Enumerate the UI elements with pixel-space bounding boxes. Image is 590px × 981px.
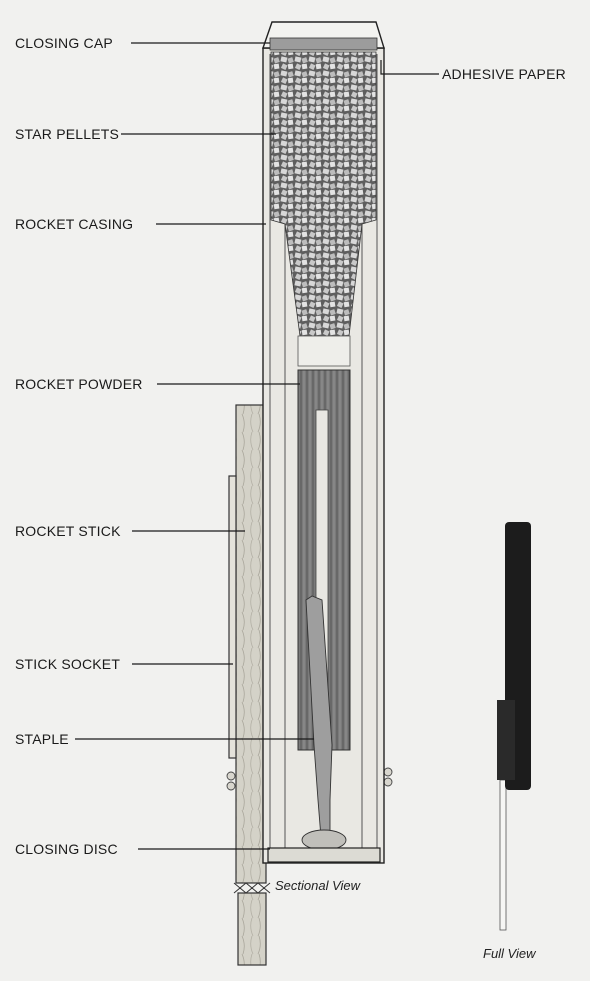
- leader-adhesive-paper: [380, 60, 439, 75]
- label-stick-socket: STICK SOCKET: [15, 656, 121, 672]
- caption-sectional-view: Sectional View: [275, 878, 361, 893]
- casing-walls: [269, 54, 378, 858]
- label-star-pellets: STAR PELLETS: [15, 126, 120, 142]
- stick-socket: [228, 475, 237, 759]
- closing-disc: [267, 847, 381, 863]
- closing-cap: [262, 21, 385, 51]
- label-adhesive-paper: ADHESIVE PAPER: [442, 66, 566, 82]
- rocket-stick: [233, 404, 271, 966]
- pellet-plug: [297, 335, 351, 367]
- label-rocket-powder: ROCKET POWDER: [15, 376, 143, 392]
- caption-full-view: Full View: [483, 946, 536, 961]
- label-closing-cap: CLOSING CAP: [15, 35, 113, 51]
- staple-bumps: [226, 767, 393, 791]
- label-staple: STAPLE: [15, 731, 69, 747]
- label-rocket-stick: ROCKET STICK: [15, 523, 121, 539]
- label-closing-disc: CLOSING DISC: [15, 841, 118, 857]
- leader-lines: [75, 42, 439, 850]
- label-rocket-casing: ROCKET CASING: [15, 216, 134, 232]
- full-view-rocket: [497, 522, 531, 931]
